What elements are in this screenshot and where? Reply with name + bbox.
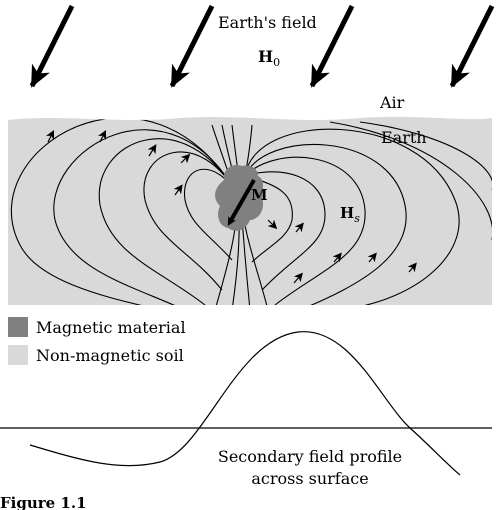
field-line [10,117,239,305]
earth-field-arrow-icon [449,4,495,88]
field-line [184,168,239,261]
field-arrow [367,252,377,263]
legend-label-magnetic: Magnetic material [36,318,186,337]
field-line [244,171,326,291]
field-arrow [294,222,304,233]
field-line [143,151,239,291]
earth-field-arrows [29,4,495,88]
field-line [244,156,366,305]
earth-field-symbol: H0 [258,47,280,69]
earth-field-arrow-icon [309,4,355,88]
earth-field-arrow-icon [169,4,215,88]
earth-field-label: Earth's field [218,13,317,32]
earth-field-arrow-icon [29,4,75,88]
profile-label-line1: Secondary field profile [218,447,402,466]
field-arrow [173,184,183,196]
field-arrow [147,144,157,157]
profile-label-line2: across surface [251,469,368,488]
field-arrow [45,129,55,143]
legend-swatch-magnetic [8,317,28,337]
field-arrow [180,153,191,164]
dipole-label: M [251,186,268,204]
legend-label-soil: Non-magnetic soil [36,346,184,365]
field-line [244,143,407,305]
secondary-field-symbol: Hs [340,204,360,225]
field-line [98,138,239,305]
field-arrow [267,219,278,230]
field-line [329,121,492,241]
field-arrow [97,129,107,143]
field-arrow [332,252,342,263]
field-line [53,129,239,305]
magnetization-arrow-icon [227,179,256,226]
secondary-field-profile-curve [29,331,461,476]
field-line [244,128,460,305]
field-line [244,175,293,263]
earth-label: Earth [381,128,427,147]
field-arrow [293,272,303,284]
field-line-arrowheads [45,129,417,284]
field-arrow [407,262,417,273]
air-label: Air [379,93,405,112]
legend-swatch-soil [8,345,28,365]
figure-caption: Figure 1.1 [0,494,87,510]
field-line [359,121,492,191]
dipole-field-lines [10,117,492,305]
